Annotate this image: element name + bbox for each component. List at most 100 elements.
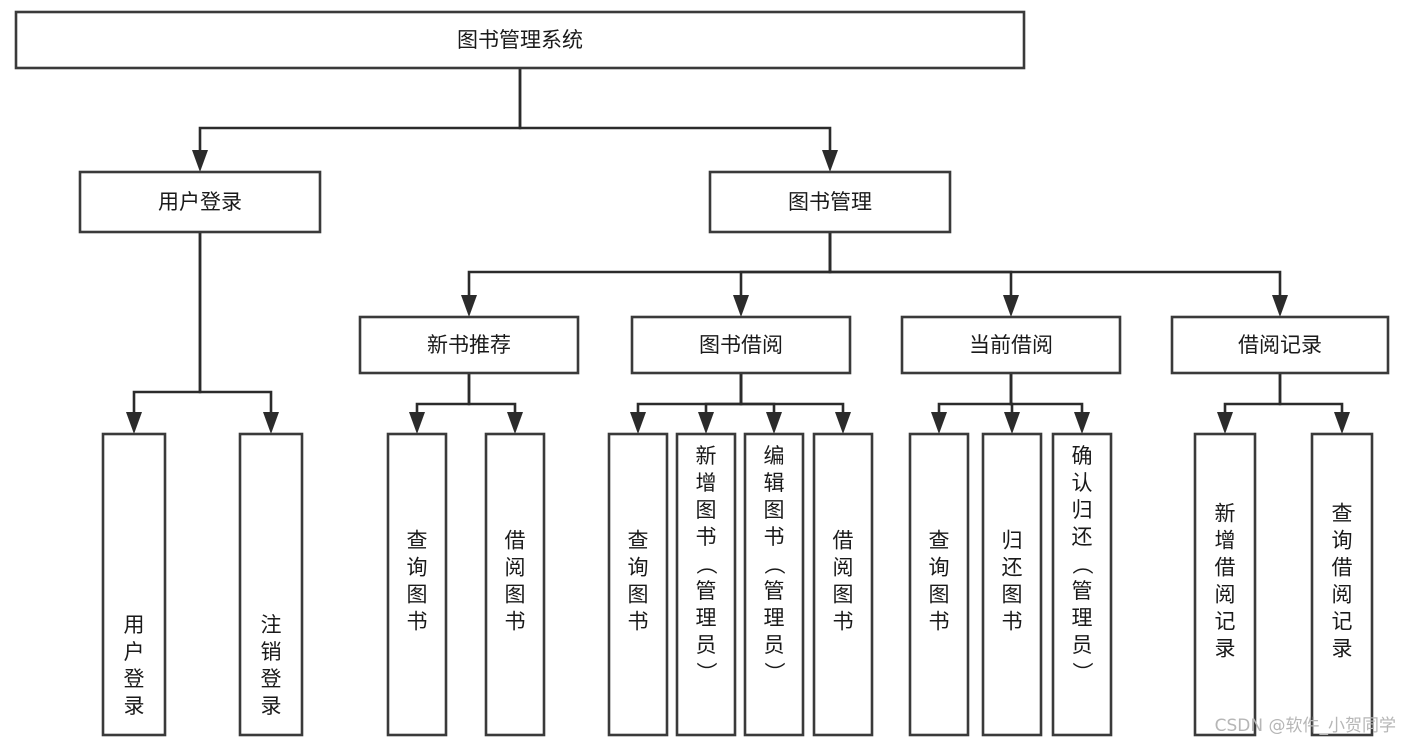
- node-label: 当前借阅: [969, 333, 1053, 357]
- arrow-head-icon: [1334, 412, 1350, 434]
- node-box[interactable]: [1193, 432, 1257, 737]
- node-label-char: 借: [505, 529, 526, 553]
- connector-line: [198, 232, 273, 416]
- connector-line: [1278, 373, 1344, 416]
- node-leaf-user-login[interactable]: 用户登录: [101, 432, 167, 737]
- node-label-char: 注: [261, 613, 282, 637]
- node-label-char: 归: [1072, 498, 1093, 522]
- connector-user-login-to-leaf-user-login: [126, 232, 202, 434]
- node-box[interactable]: [630, 315, 852, 375]
- node-root[interactable]: 图书管理系统: [14, 10, 1026, 70]
- node-label-char: 录: [1332, 637, 1353, 661]
- csdn-watermark: CSDN @软件_小贺同学: [1215, 716, 1396, 736]
- node-label-char: 录: [124, 694, 145, 718]
- node-label-char: 询: [929, 556, 950, 580]
- node-label-char: 图: [833, 583, 854, 607]
- node-label-char: 阅: [1215, 583, 1236, 607]
- node-book-borrow[interactable]: 图书借阅: [630, 315, 852, 375]
- node-label-char: 图: [929, 583, 950, 607]
- node-box[interactable]: [743, 432, 805, 737]
- node-label-char: 登: [124, 667, 145, 691]
- connector-line: [828, 232, 1282, 299]
- nodes-layer: 图书管理系统用户登录图书管理用户登录注销登录新书推荐图书借阅当前借阅借阅记录查询…: [14, 10, 1390, 737]
- node-label-char: 查: [929, 529, 950, 553]
- node-label-char: 还: [1072, 525, 1093, 549]
- arrow-head-icon: [698, 412, 714, 434]
- node-box[interactable]: [812, 432, 874, 737]
- node-label-char: 员: [696, 633, 717, 657]
- node-label-char: 借: [1332, 556, 1353, 580]
- node-book-manage[interactable]: 图书管理: [708, 170, 952, 234]
- node-label-char: 阅: [833, 556, 854, 580]
- arrow-head-icon: [835, 412, 851, 434]
- node-label-char: 阅: [1332, 583, 1353, 607]
- arrow-head-icon: [126, 412, 142, 434]
- node-box[interactable]: [908, 432, 970, 737]
- node-user-login[interactable]: 用户登录: [78, 170, 322, 234]
- node-box[interactable]: [358, 315, 580, 375]
- node-box[interactable]: [386, 432, 448, 737]
- connector-line: [1009, 373, 1084, 416]
- connector-borrow-record-to-br-query: [1278, 373, 1350, 434]
- node-label-char: 户: [124, 640, 145, 664]
- arrow-head-icon: [1272, 295, 1288, 317]
- node-box[interactable]: [14, 10, 1026, 70]
- node-box[interactable]: [238, 432, 304, 737]
- node-label: 图书借阅: [699, 333, 783, 357]
- node-label-char: 记: [1215, 610, 1236, 634]
- node-box[interactable]: [484, 432, 546, 737]
- arrow-head-icon: [1074, 412, 1090, 434]
- arrow-head-icon: [822, 150, 838, 172]
- node-label-char: 图: [764, 498, 785, 522]
- node-borrow-record[interactable]: 借阅记录: [1170, 315, 1390, 375]
- watermark-layer: CSDN @软件_小贺同学: [1215, 716, 1396, 736]
- node-label-char: 图: [628, 583, 649, 607]
- node-box[interactable]: [101, 432, 167, 737]
- arrow-head-icon: [1217, 412, 1233, 434]
- node-box[interactable]: [607, 432, 669, 737]
- node-label-char: 借: [833, 529, 854, 553]
- node-label-char: 用: [124, 613, 145, 637]
- node-box[interactable]: [1170, 315, 1390, 375]
- connector-line: [1223, 373, 1282, 416]
- node-box[interactable]: [675, 432, 737, 737]
- node-new-book-rec[interactable]: 新书推荐: [358, 315, 580, 375]
- node-label-char: 询: [407, 556, 428, 580]
- node-box[interactable]: [981, 432, 1043, 737]
- node-label-char: （: [1070, 554, 1094, 575]
- node-box[interactable]: [708, 170, 952, 234]
- connectors-layer: [126, 68, 1350, 434]
- node-label-char: 书: [1002, 610, 1023, 634]
- node-label-char: 管: [764, 579, 785, 603]
- connector-line: [739, 373, 845, 416]
- arrow-head-icon: [1003, 295, 1019, 317]
- node-label-char: 录: [261, 694, 282, 718]
- node-label-char: 还: [1002, 556, 1023, 580]
- arrow-head-icon: [733, 295, 749, 317]
- node-box[interactable]: [78, 170, 322, 234]
- node-label-char: 新: [1215, 502, 1236, 526]
- arrow-head-icon: [931, 412, 947, 434]
- arrow-head-icon: [192, 150, 208, 172]
- connector-line: [739, 373, 776, 416]
- node-label-char: 书: [833, 610, 854, 634]
- connector-line: [132, 232, 202, 416]
- node-box[interactable]: [1310, 432, 1374, 737]
- node-current-borrow[interactable]: 当前借阅: [900, 315, 1122, 375]
- node-box[interactable]: [1051, 432, 1113, 737]
- connector-line: [467, 232, 832, 299]
- node-box[interactable]: [900, 315, 1122, 375]
- connector-line: [739, 232, 832, 299]
